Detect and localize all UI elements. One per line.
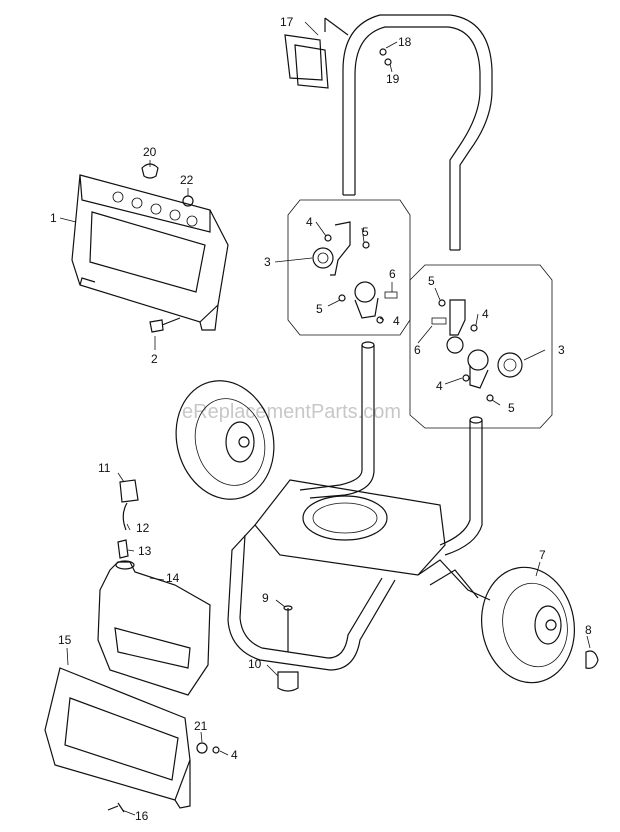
callout-5-right-top: 5 [428, 274, 435, 288]
handle-assembly [342, 14, 493, 251]
nut-part-4-lower [212, 746, 220, 754]
callout-15: 15 [58, 633, 72, 647]
screw-part-2 [149, 317, 181, 333]
callout-13: 13 [138, 544, 152, 558]
callout-3-right: 3 [558, 343, 565, 357]
screw-part-19 [384, 58, 392, 66]
fuel-cap-part-11 [119, 479, 139, 503]
callout-10: 10 [248, 657, 262, 671]
watermark-text: eReplacementParts.com [182, 401, 401, 423]
leader-lines [59, 21, 591, 816]
callout-7: 7 [539, 548, 546, 562]
washer-part-18 [379, 48, 387, 56]
callout-3-left: 3 [264, 255, 271, 269]
callout-8: 8 [585, 623, 592, 637]
hose-part-12 [122, 502, 128, 531]
callout-1: 1 [50, 211, 57, 225]
callout-4-cover: 4 [231, 748, 238, 762]
callout-19: 19 [386, 72, 400, 86]
frame [227, 341, 491, 671]
callout-2: 2 [151, 352, 158, 366]
callout-12: 12 [136, 521, 150, 535]
bracket-box-right [409, 264, 553, 429]
callout-4-left-top: 4 [306, 215, 313, 229]
grommet-part-20 [141, 163, 159, 179]
washer-part-21 [196, 742, 208, 754]
callout-18: 18 [398, 35, 412, 49]
screw-part-16 [107, 802, 125, 813]
callout-4-right-top: 4 [482, 307, 489, 321]
callout-5-left-top: 5 [362, 225, 369, 239]
callout-5-right-bottom: 5 [508, 401, 515, 415]
filter-part-13 [117, 539, 129, 559]
control-panel-part-1 [71, 174, 229, 331]
callout-6-left: 6 [389, 267, 396, 281]
callout-17: 17 [280, 15, 294, 29]
callout-21: 21 [194, 719, 208, 733]
wheel-part-7 [480, 566, 576, 684]
callout-6-right: 6 [414, 343, 421, 357]
callout-4-right-bottom: 4 [436, 379, 443, 393]
callout-9: 9 [262, 591, 269, 605]
callout-labels: 1 20 22 2 17 18 19 3 4 5 6 5 4 5 4 6 3 4… [50, 15, 592, 823]
callout-11: 11 [98, 461, 111, 475]
handle-clip-part-17 [284, 17, 349, 89]
bracket-box-left [287, 199, 411, 336]
callout-14: 14 [166, 571, 180, 585]
callout-4-left-bottom: 4 [393, 314, 400, 328]
callout-5-left-bottom: 5 [316, 302, 323, 316]
foot-part-10 [277, 671, 299, 692]
callout-20: 20 [143, 145, 157, 159]
callout-16: 16 [135, 809, 149, 823]
axle-bracket-left-parts [312, 221, 398, 324]
fuel-tank-part-14 [97, 560, 211, 696]
wheel-left [175, 380, 275, 500]
cap-part-8 [585, 650, 599, 669]
axle-bracket-right-parts [431, 299, 523, 402]
front-cover-part-15 [44, 667, 191, 809]
bolt-part-9 [283, 605, 293, 652]
callout-22: 22 [180, 173, 194, 187]
